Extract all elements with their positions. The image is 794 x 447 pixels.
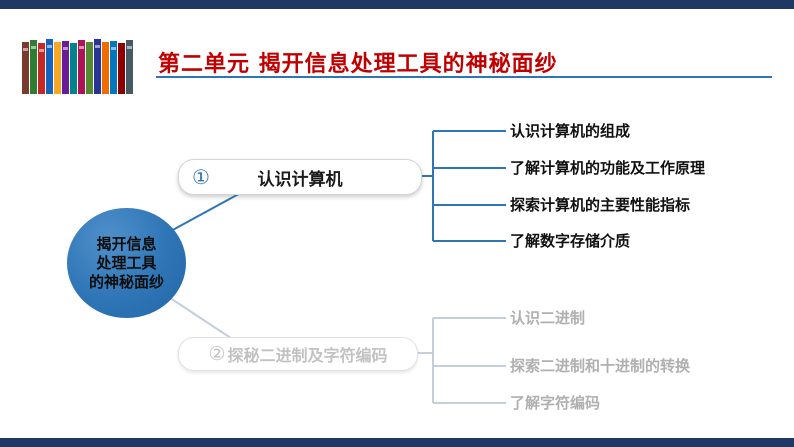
branch-2-item: 了解字符编码 bbox=[510, 394, 601, 412]
branch-1-label: 认识计算机 bbox=[257, 169, 343, 190]
branch-2-box: ② 探秘二进制及字符编码 bbox=[178, 337, 418, 371]
title-underline bbox=[156, 76, 772, 78]
root-node-line: 处理工具 bbox=[96, 253, 157, 272]
root-node-line: 揭开信息 bbox=[96, 234, 157, 253]
branch-2-label: 探秘二进制及字符编码 bbox=[227, 346, 388, 365]
branch-1-item: 认识计算机的组成 bbox=[510, 122, 631, 140]
branch-2-number: ② bbox=[208, 343, 226, 365]
branch-1-item: 了解计算机的功能及工作原理 bbox=[510, 159, 706, 177]
root-node: 揭开信息 处理工具 的神秘面纱 bbox=[67, 208, 186, 318]
branch-1-item: 了解数字存储介质 bbox=[510, 232, 631, 250]
branch-1-item: 探索计算机的主要性能指标 bbox=[510, 196, 691, 214]
branch-1-number: ① bbox=[192, 165, 210, 189]
bottom-border-bar bbox=[0, 438, 794, 447]
branch-2-item: 探索二进制和十进制的转换 bbox=[510, 357, 691, 375]
branch-1-box: ① 认识计算机 bbox=[178, 159, 422, 195]
top-border-bar bbox=[0, 0, 794, 9]
root-node-line: 的神秘面纱 bbox=[88, 272, 164, 291]
branch-2-item: 认识二进制 bbox=[510, 309, 586, 327]
page-title: 第二单元 揭开信息处理工具的神秘面纱 bbox=[158, 52, 558, 77]
books-image bbox=[22, 39, 133, 94]
